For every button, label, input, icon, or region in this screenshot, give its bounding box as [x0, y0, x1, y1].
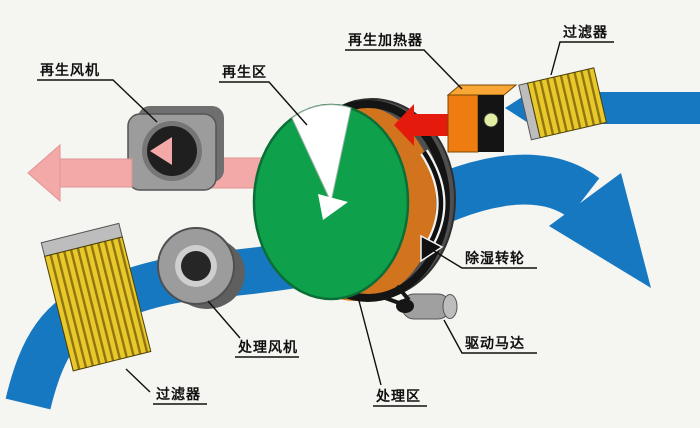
- label-regen-heater: 再生加热器: [348, 32, 423, 48]
- hot-air-arrowhead: [394, 104, 414, 146]
- filter-top: [518, 67, 608, 141]
- leader-process-fan: [207, 300, 241, 339]
- leader-dehumid-wheel: [433, 250, 537, 269]
- rotation-arrowhead: [420, 234, 444, 263]
- label-dehumid-wheel: 除湿转轮: [465, 250, 525, 266]
- regen-sector-wedge: [291, 104, 352, 204]
- heater-top-face: [446, 84, 518, 96]
- leader-filter-bottom: [125, 368, 151, 393]
- regen-fan-inner-arrowhead: [150, 137, 172, 165]
- belt-strand-2: [395, 284, 411, 302]
- label-process-zone: 处理区: [375, 388, 421, 404]
- leader-drive-motor: [443, 319, 537, 354]
- heater-indicator-light: [483, 112, 499, 128]
- motor-end-cap: [442, 294, 458, 319]
- regen-sector-arrow-tip: [318, 194, 348, 220]
- label-regen-zone: 再生区: [222, 64, 267, 80]
- leader-regen-fan: [37, 79, 158, 123]
- dry-air-outlet-arrowhead: [549, 173, 651, 288]
- leader-regen-zone: [219, 81, 308, 126]
- rotation-arrow-body: [422, 150, 444, 244]
- filter-top-pleats: [526, 67, 608, 139]
- leader-regen-heater: [345, 49, 463, 90]
- label-regen-fan: 再生风机: [40, 62, 100, 78]
- rotation-arrow: [420, 149, 446, 263]
- regen-exhaust-arrow-body: [57, 158, 133, 188]
- label-process-fan: 处理风机: [237, 339, 298, 355]
- process-fan: [157, 227, 245, 309]
- regen-fan: [127, 106, 224, 191]
- drive-motor: [376, 284, 458, 320]
- leader-process-zone: [357, 296, 382, 386]
- regen-heater: [446, 84, 518, 153]
- label-filter-bottom: 过滤器: [156, 386, 201, 402]
- label-drive-motor: 驱动马达: [465, 335, 525, 351]
- filter-bottom: [40, 222, 152, 372]
- dehumid-wheel: [252, 98, 456, 302]
- heater-front-orange: [447, 94, 479, 153]
- process-fan-hole: [181, 251, 211, 281]
- leader-filter-top: [550, 41, 614, 76]
- hot-air-arrow-body: [412, 114, 448, 136]
- motor-pulley: [396, 299, 414, 313]
- label-filter-top: 过滤器: [563, 24, 608, 40]
- regen-exhaust-arrowhead: [27, 143, 61, 203]
- filter-bottom-pleats: [44, 236, 152, 372]
